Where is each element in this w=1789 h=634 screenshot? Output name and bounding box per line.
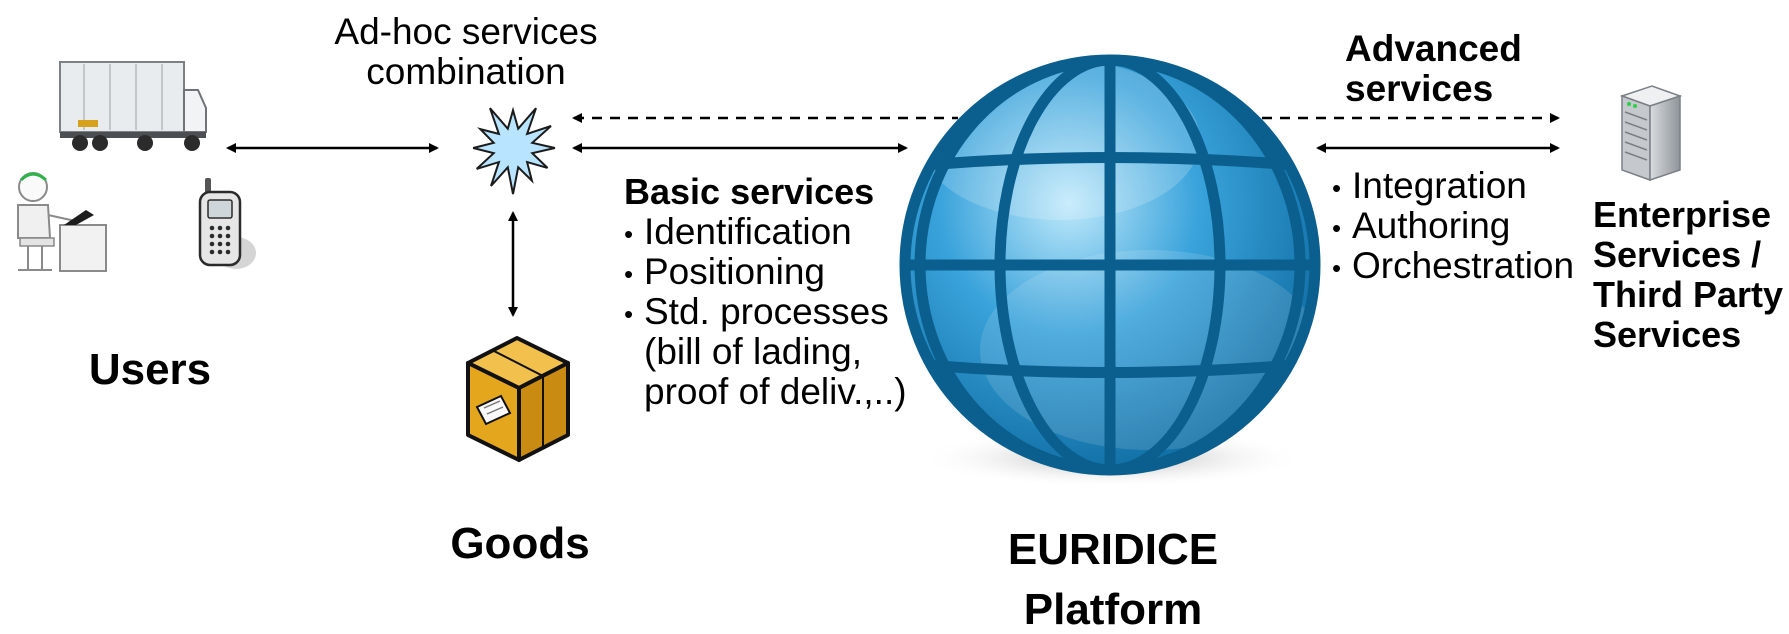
package-box-icon: [466, 336, 570, 462]
list-item: Orchestration: [1332, 246, 1574, 289]
goods-label: Goods: [450, 519, 590, 568]
desk-user-icon: [17, 172, 107, 272]
platform-label-line2: Platform: [1023, 585, 1203, 634]
server-icon: [1619, 85, 1683, 182]
enterprise-label-line3: Third Party: [1593, 274, 1784, 315]
truck-icon: [59, 61, 207, 151]
enterprise-label-line1: Enterprise: [1593, 194, 1772, 235]
list-item: Integration: [1332, 166, 1574, 209]
enterprise-label-line4: Services: [1593, 314, 1742, 355]
users-label: Users: [88, 345, 212, 394]
advanced-label-line1: Advanced: [1345, 28, 1522, 69]
list-item-continuation: (bill of lading,: [644, 331, 863, 372]
globe-icon: [899, 54, 1321, 488]
list-item: Positioning: [624, 252, 907, 295]
adhoc-label-line2: combination: [366, 51, 566, 92]
enterprise-services-label: Enterprise Services / Third Party Servic…: [1593, 195, 1783, 355]
mobile-phone-icon: [198, 178, 256, 269]
starburst-icon: [472, 106, 556, 195]
enterprise-label-line2: Services /: [1593, 234, 1762, 275]
list-item: Identification: [624, 212, 907, 255]
basic-services-title: Basic services: [624, 171, 875, 212]
basic-services-list: Basic services Identification Positionin…: [624, 172, 907, 412]
list-item-continuation: proof of deliv.,..): [644, 371, 907, 412]
advanced-label-line2: services: [1345, 68, 1494, 109]
list-item: Std. processes: [624, 292, 907, 335]
advanced-services-list: Integration Authoring Orchestration: [1332, 166, 1574, 289]
platform-label-line1: EURIDICE: [1007, 525, 1219, 574]
list-item: Authoring: [1332, 206, 1574, 249]
adhoc-label-line1: Ad-hoc services: [334, 11, 598, 52]
